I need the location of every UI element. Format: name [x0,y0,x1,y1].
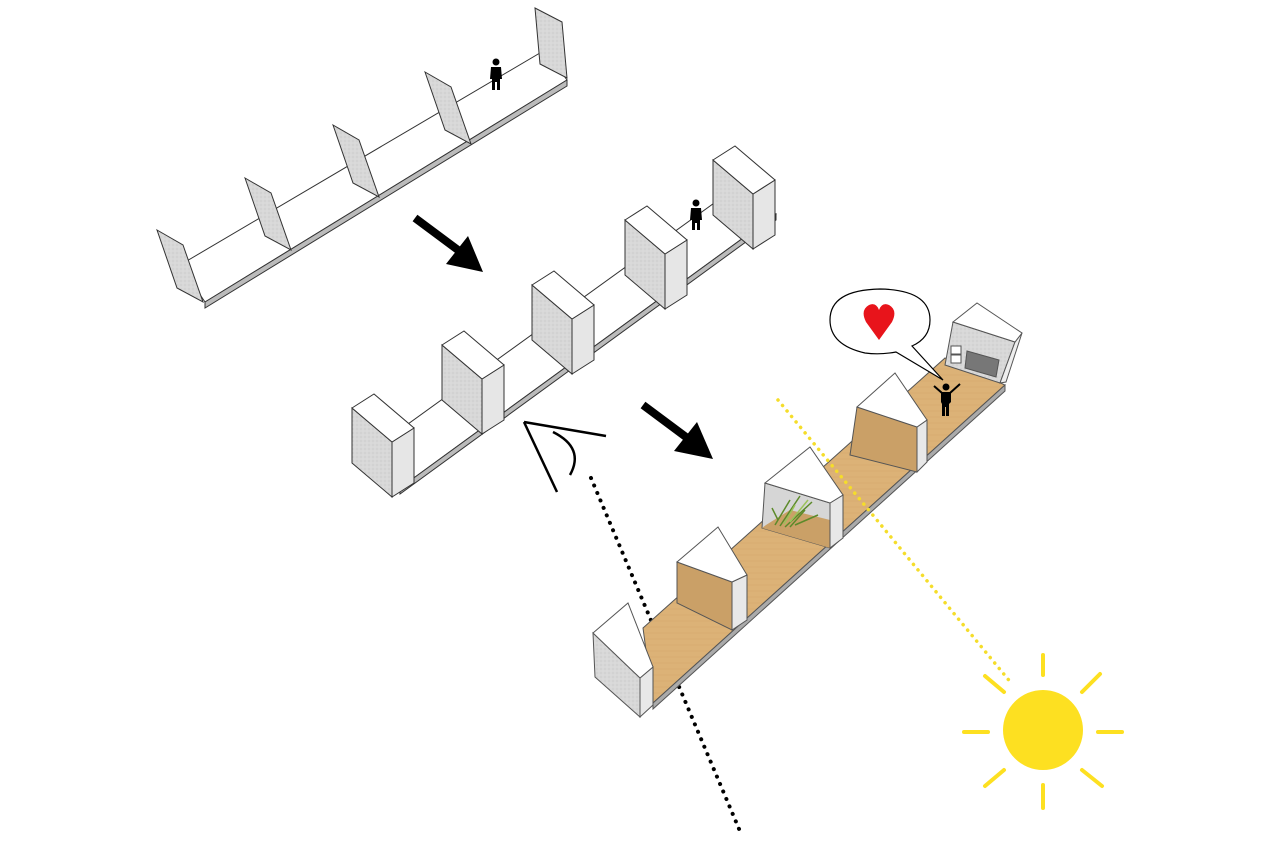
house [592,602,654,719]
box-top-face [351,393,415,443]
house-with-garden [761,446,844,550]
wall-panel [244,176,292,252]
stage-1-open-walls [156,7,568,309]
plant-icon [771,495,819,528]
stage1-floor-edge [204,79,568,309]
window [950,354,962,364]
person-silhouette [490,58,502,90]
sun-icon [962,653,1124,810]
stage-3-houses [592,288,1023,719]
box-top-face [441,330,505,380]
wall-panel [156,228,204,304]
arrow-down-right-icon [412,214,483,272]
house [849,372,928,474]
box-top-face [624,205,688,255]
speech-bubble [829,288,944,381]
end-house [944,302,1023,384]
heart-icon [863,304,895,340]
window [964,350,1000,378]
arrow-down-right-icon [640,401,713,459]
wall-panel [534,7,568,79]
wall-panel [424,70,472,146]
stage1-floor [179,49,568,303]
stage-2-boxes [351,145,777,499]
house [676,526,748,631]
box-top-face [531,270,595,320]
person-cheering-silhouette [933,383,961,416]
sun-ray-path [776,398,1014,686]
eye-viewpoint-icon [522,420,607,493]
window [950,345,962,355]
box-top-face [712,145,776,195]
wall-panel [332,123,380,199]
person-silhouette [690,199,702,230]
